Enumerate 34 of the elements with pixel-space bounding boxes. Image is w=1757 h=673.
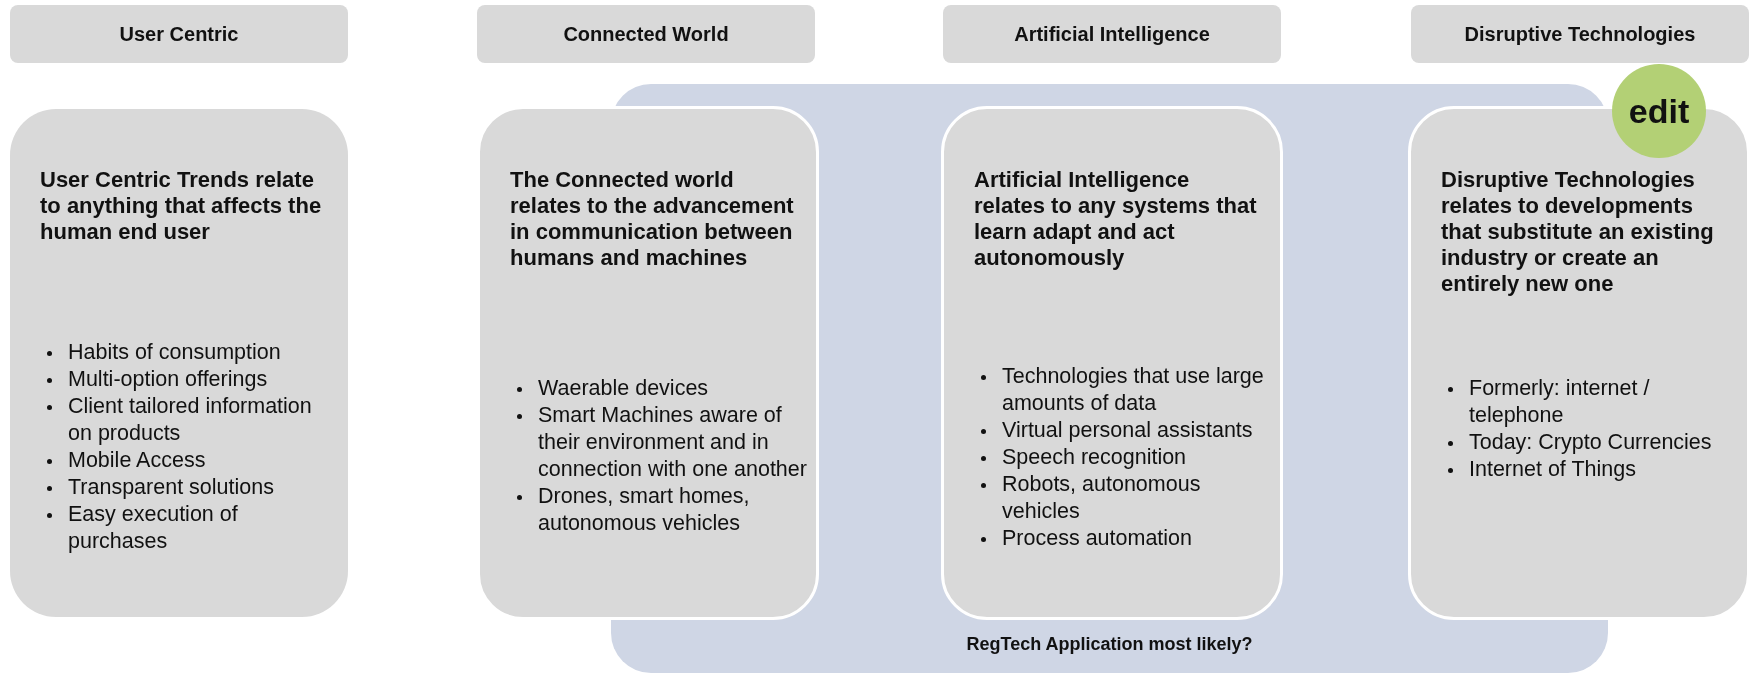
bullet-item: Waerable devices — [514, 375, 808, 402]
bullet-item: Habits of consumption — [44, 339, 340, 366]
category-header — [943, 5, 1281, 63]
bullet-item: Client tailored information on products — [44, 393, 340, 447]
card-heading: User Centric Trends relate to anything that affects the human end user — [40, 167, 323, 245]
card-heading: The Connected world relates to the advancement in communication between humans and machines — [510, 167, 795, 271]
trend-card — [477, 106, 819, 620]
bullet-item: Speech recognition — [978, 444, 1272, 471]
badge-label: edit — [1628, 91, 1690, 131]
bullet-item: Transparent solutions — [44, 474, 340, 501]
trend-card — [941, 106, 1283, 620]
card-heading: Artificial Intelligence relates to any systems that learn adapt and act autonomously — [974, 167, 1258, 271]
bullet-item: Technologies that use large amounts of data — [978, 363, 1272, 417]
bullet-item: Robots, autonomous vehicles — [978, 471, 1272, 525]
header-label: Connected World — [563, 22, 729, 46]
bullet-item: Virtual personal assistants — [978, 417, 1272, 444]
bullet-item: Process automation — [978, 525, 1272, 552]
bullet-item: Easy execution of purchases — [44, 501, 340, 555]
trend-card — [10, 109, 348, 617]
header-label: Disruptive Technologies — [1464, 22, 1696, 46]
category-header — [10, 5, 348, 63]
bullet-item: Today: Crypto Currencies — [1445, 429, 1739, 456]
bullet-item: Internet of Things — [1445, 456, 1739, 483]
bullet-item: Formerly: internet / telephone — [1445, 375, 1739, 429]
bullet-item: Multi-option offerings — [44, 366, 340, 393]
header-label: User Centric — [119, 22, 239, 46]
category-header — [477, 5, 815, 63]
bullet-item: Drones, smart homes, autonomous vehicles — [514, 483, 808, 537]
card-heading: Disruptive Technologies relates to developments that substitute an existing industry or create an entirely new one — [1441, 167, 1715, 297]
bullet-item: Mobile Access — [44, 447, 340, 474]
bullet-item: Smart Machines aware of their environment and in connection with one another — [514, 402, 808, 483]
header-label: Artificial Intelligence — [1014, 22, 1210, 46]
category-header — [1411, 5, 1749, 63]
band-label: RegTech Application most likely? — [965, 634, 1254, 655]
